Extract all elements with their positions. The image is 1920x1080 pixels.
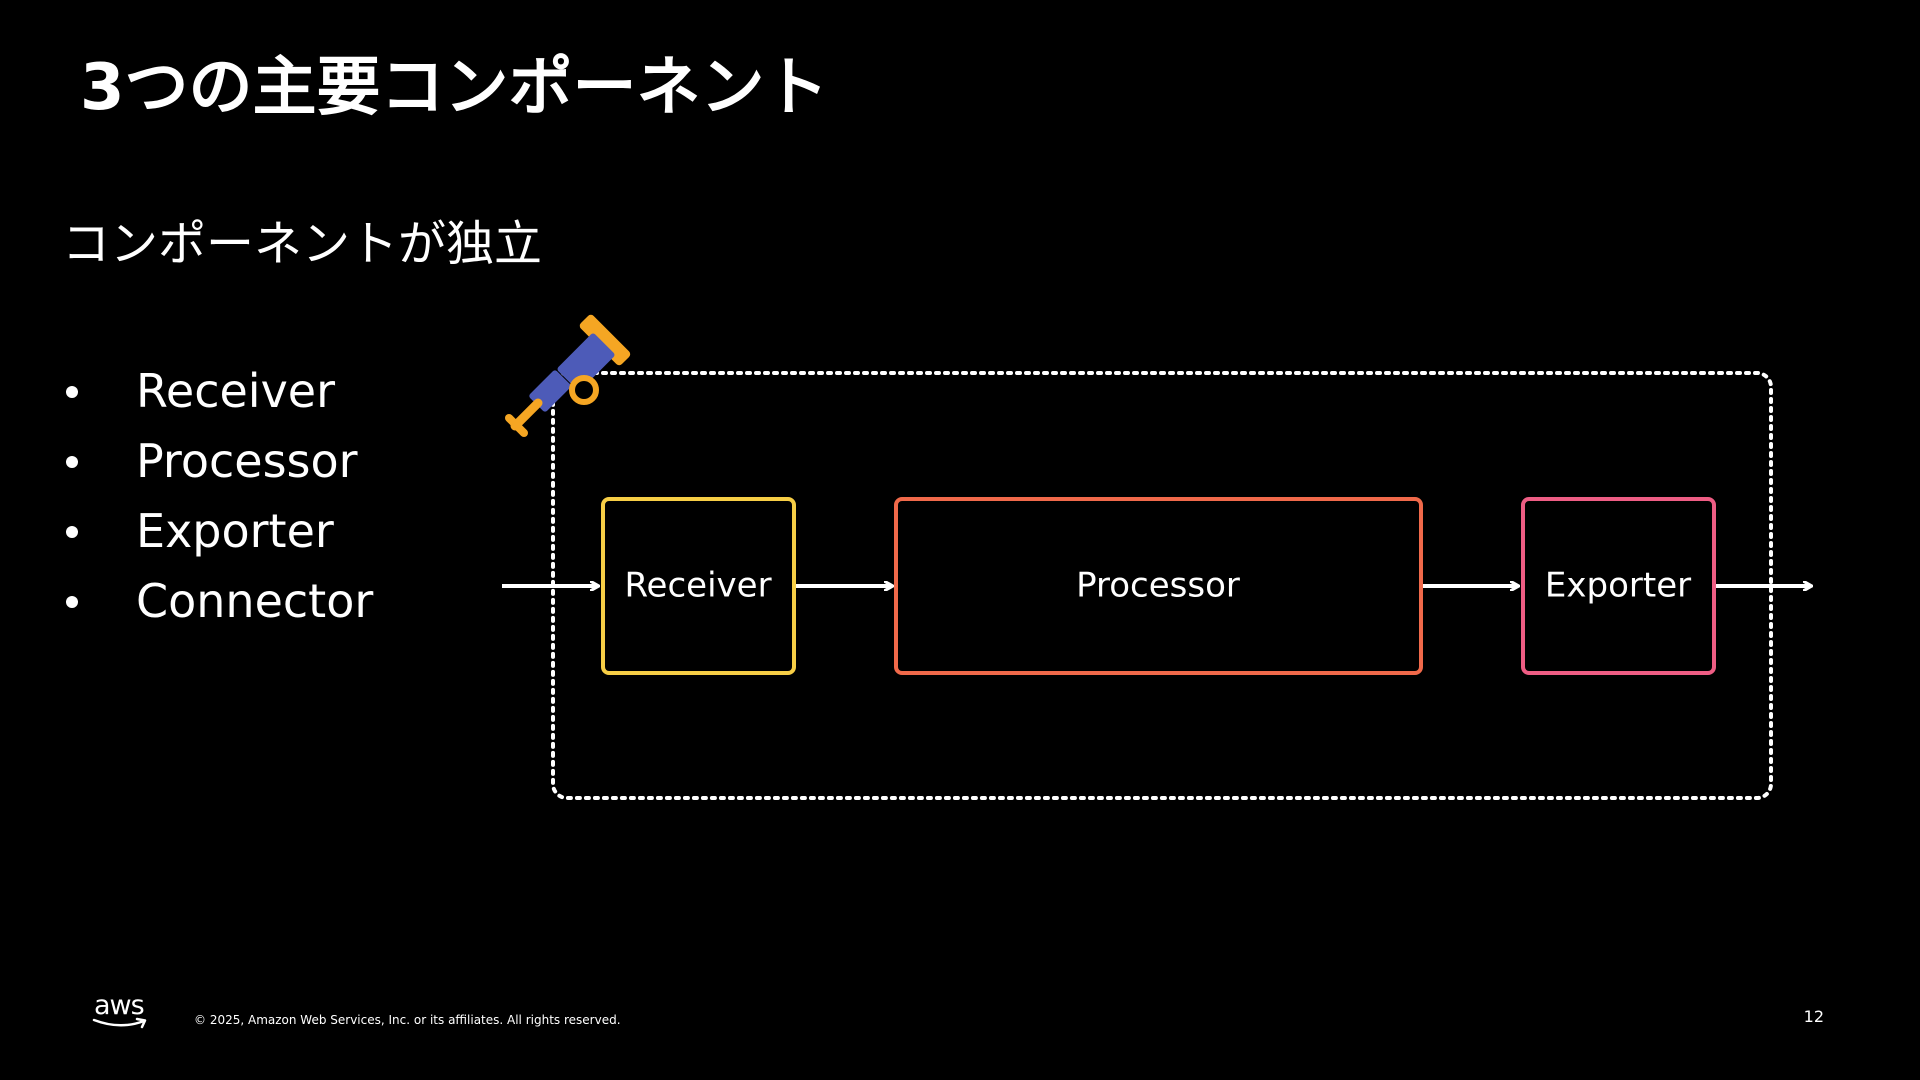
receiver-node-label: Receiver [624,566,771,606]
bullet-label: Exporter [136,504,334,558]
bullet-label: Receiver [136,364,336,418]
bullet-dot-icon [66,456,78,468]
processor-node-label: Processor [1076,566,1240,606]
aws-logo: aws [92,992,156,1036]
copyright-text: © 2025, Amazon Web Services, Inc. or its… [194,1013,621,1027]
telescope-icon [505,314,631,437]
receiver-node: Receiver [601,497,796,675]
aws-smile-icon [92,1017,147,1029]
exporter-node-label: Exporter [1545,566,1691,606]
slide-subtitle: コンポーネントが独立 [62,216,543,272]
page-number: 12 [1803,1007,1824,1026]
exporter-node: Exporter [1521,497,1716,675]
bullet-dot-icon [66,386,78,398]
aws-logo-text: aws [94,990,145,1021]
bullet-label: Connector [136,574,374,628]
slide-title: 3つの主要コンポーネント [80,51,829,125]
bullet-dot-icon [66,596,78,608]
bullet-dot-icon [66,526,78,538]
bullet-label: Processor [136,434,358,488]
processor-node: Processor [894,497,1423,675]
